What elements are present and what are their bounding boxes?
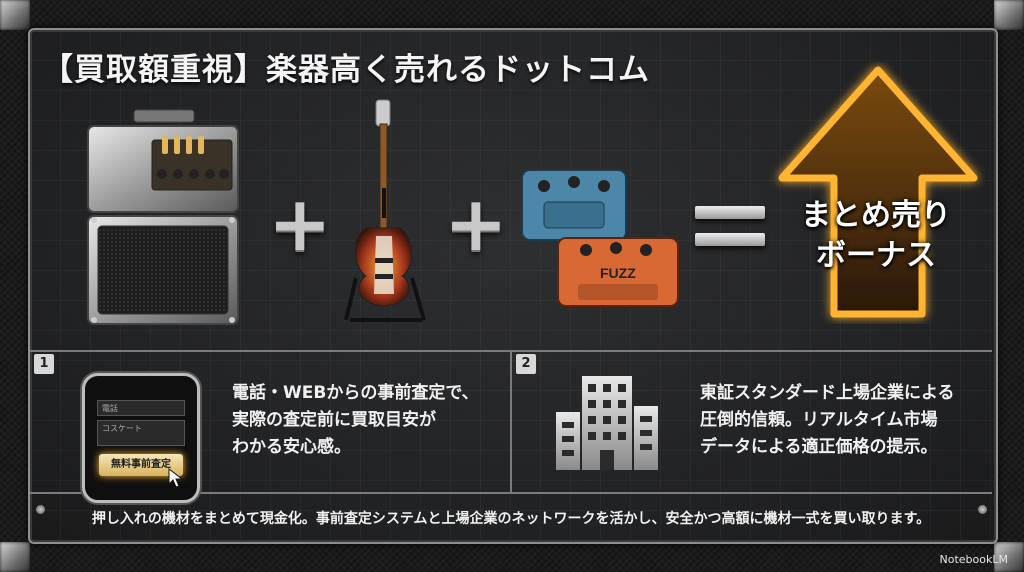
feature-2-line-1: 東証スタンダード上場企業による <box>700 383 955 403</box>
effects-pedal-icon: FUZZ <box>521 169 679 307</box>
free-estimate-button: 無料事前査定 <box>99 454 183 476</box>
watermark: NotebookLM <box>939 553 1008 566</box>
page-title: 【買取額重視】楽器高く売れるドットコム <box>42 52 650 88</box>
up-arrow-icon <box>778 66 978 318</box>
feature-1-line-2: 実際の査定前に買取目安が <box>232 410 436 430</box>
plus-sign-1: + <box>268 179 332 268</box>
screw-left <box>36 505 45 514</box>
office-building-icon <box>556 376 658 470</box>
feature-number-1: 1 <box>34 354 54 374</box>
bonus-text: まとめ売り ボーナス <box>776 196 976 276</box>
feature-1-line-1: 電話・WEBからの事前査定で、 <box>232 383 479 403</box>
cursor-icon <box>168 468 184 488</box>
phone-field-1: 電話 <box>97 400 185 416</box>
bass-guitar-icon <box>344 99 426 322</box>
bonus-line-2: ボーナス <box>816 238 936 273</box>
equals-sign <box>695 206 765 246</box>
amp-icon <box>87 109 239 325</box>
plus-sign-2: + <box>444 179 508 268</box>
footer-divider <box>30 492 992 494</box>
phone-field-2: コスケート <box>97 420 185 446</box>
feature-2-line-3: データによる適正価格の提示。 <box>700 437 938 457</box>
corner-bottom-left <box>0 542 30 572</box>
corner-bottom-right <box>994 542 1024 572</box>
feature-divider-middle <box>510 350 512 492</box>
feature-1-text: 電話・WEBからの事前査定で、 実際の査定前に買取目安が わかる安心感。 <box>232 380 479 461</box>
feature-number-2: 2 <box>516 354 536 374</box>
feature-1-line-3: わかる安心感。 <box>232 437 351 457</box>
corner-top-left <box>0 0 30 30</box>
screw-right <box>978 505 987 514</box>
footer-text: 押し入れの機材をまとめて現金化。事前査定システムと上場企業のネットワークを活かし… <box>91 511 931 527</box>
feature-2-line-2: 圧倒的信頼。リアルタイム市場 <box>700 410 938 430</box>
pedal-label: FUZZ <box>600 265 636 281</box>
phone-illustration: 電話 コスケート 無料事前査定 <box>82 373 200 503</box>
bonus-line-1: まとめ売り <box>801 198 951 233</box>
corner-top-right <box>994 0 1024 30</box>
feature-2-text: 東証スタンダード上場企業による 圧倒的信頼。リアルタイム市場 データによる適正価… <box>700 380 955 461</box>
